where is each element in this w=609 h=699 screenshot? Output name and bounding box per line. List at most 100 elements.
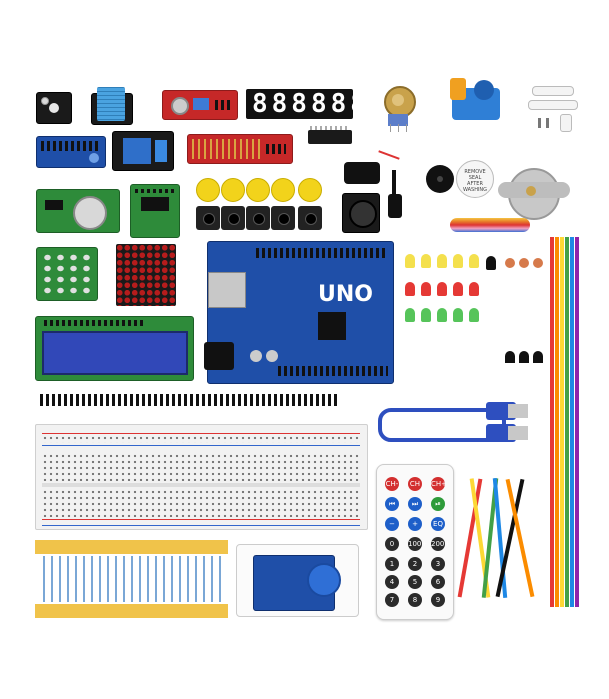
resistor-strip <box>40 556 224 602</box>
i2c-adapter-module <box>36 136 106 168</box>
arduino-uno-board: UNO <box>204 241 394 384</box>
stepper-motor <box>498 168 578 220</box>
button-cap-1 <box>196 178 220 202</box>
seven-segment-display: 888888 <box>246 89 366 119</box>
remote-button-5: 5 <box>408 575 422 589</box>
rtc-module <box>36 189 120 233</box>
remote-button-6: 6 <box>431 575 445 589</box>
remote-button-9: 9 <box>431 593 445 607</box>
led-red-4 <box>453 282 463 296</box>
remote-button-next: ⏭ <box>408 497 422 511</box>
remote-button-3: 3 <box>431 557 445 571</box>
led-red-1 <box>405 282 415 296</box>
capacitor-2 <box>266 350 278 362</box>
led-yellow-1 <box>405 254 415 268</box>
led-red-2 <box>421 282 431 296</box>
jumper-wire-bundle <box>457 468 542 608</box>
tactile-switch-2 <box>221 206 245 230</box>
battery-clip <box>340 148 416 220</box>
sensor-eye <box>49 103 59 113</box>
button-cap-4 <box>271 178 295 202</box>
remote-button-eq: EQ <box>431 517 445 531</box>
remote-button-0: 0 <box>385 537 399 551</box>
led-green-3 <box>437 308 447 322</box>
lcd-module <box>35 316 194 381</box>
photoresistor-2 <box>519 258 529 268</box>
transistor-1 <box>505 351 515 363</box>
jumper-wire-red <box>550 237 554 607</box>
rfid-keyfob <box>307 563 341 597</box>
light-sensor-module <box>36 92 72 124</box>
remote-button-7: 7 <box>385 593 399 607</box>
stepper-driver-board <box>130 184 180 238</box>
lcd-screen <box>42 331 188 375</box>
dht11-sensor <box>91 87 133 125</box>
potentiometer <box>380 86 416 132</box>
remote-button-ch-plus: CH+ <box>431 477 447 491</box>
remote-button-minus: − <box>385 517 399 531</box>
buzzer <box>426 165 454 193</box>
photoresistor-1 <box>505 258 515 268</box>
remote-button-plus: + <box>408 517 422 531</box>
jumper-wire-purple <box>575 237 579 607</box>
jumper-wire-yellow <box>560 237 564 607</box>
sticker-text: REMOVE SEAL AFTER WASHING <box>462 169 488 193</box>
servo-horns <box>526 82 582 138</box>
servo-motor <box>446 78 506 136</box>
led-red-5 <box>469 282 479 296</box>
photoresistor-3 <box>533 258 543 268</box>
remote-button-prev: ⏮ <box>385 497 399 511</box>
remote-button-play: ⏯ <box>431 497 445 511</box>
tactile-switch-5 <box>298 206 322 230</box>
led-yellow-3 <box>437 254 447 268</box>
remote-button-2: 2 <box>408 557 422 571</box>
capacitor-1 <box>250 350 262 362</box>
transistor-3 <box>533 351 543 363</box>
ir-remote-control: CH- CH CH+ ⏮ ⏭ ⏯ − + EQ 0 100+ 200+ 1 2 … <box>376 464 454 620</box>
remote-button-100-plus: 100+ <box>408 537 427 551</box>
usb-connector <box>208 272 246 308</box>
remote-button-8: 8 <box>408 593 422 607</box>
header-pin-strip <box>40 394 340 406</box>
resistor-tape-top <box>35 540 228 554</box>
ic-chip <box>308 126 352 144</box>
button-cap-2 <box>221 178 245 202</box>
jumper-wire-orange <box>555 237 559 607</box>
keypad-module <box>36 247 98 301</box>
usb-cable <box>378 398 534 446</box>
remote-button-ch: CH <box>408 477 422 491</box>
tactile-switch-3 <box>246 206 270 230</box>
uno-label: UNO <box>318 282 373 307</box>
water-sensor-module <box>187 134 293 164</box>
joystick-module <box>342 193 380 233</box>
led-yellow-4 <box>453 254 463 268</box>
relay-module <box>112 131 174 171</box>
ribbon-cable <box>450 208 530 238</box>
led-green-2 <box>421 308 431 322</box>
button-cap-5 <box>298 178 322 202</box>
microcontroller-chip <box>318 312 346 340</box>
tactile-switch-4 <box>271 206 295 230</box>
remote-button-ch-minus: CH- <box>385 477 399 491</box>
rfid-card <box>236 544 359 617</box>
seven-segment-digits: 888888 <box>252 89 370 119</box>
tactile-switch-1 <box>196 206 220 230</box>
led-yellow-5 <box>469 254 479 268</box>
resistor-tape-bottom <box>35 604 228 618</box>
jumper-wire-blue <box>570 237 574 607</box>
led-red-3 <box>437 282 447 296</box>
power-jack <box>204 342 234 370</box>
sound-sensor-module <box>162 90 238 120</box>
sticker-label: REMOVE SEAL AFTER WASHING <box>456 160 494 198</box>
led-green-5 <box>469 308 479 322</box>
remote-button-4: 4 <box>385 575 399 589</box>
led-dot-matrix <box>116 244 176 306</box>
led-green-4 <box>453 308 463 322</box>
remote-button-200-plus: 200+ <box>431 537 450 551</box>
jumper-wire-green <box>565 237 569 607</box>
led-yellow-2 <box>421 254 431 268</box>
led-green-1 <box>405 308 415 322</box>
remote-button-1: 1 <box>385 557 399 571</box>
button-cap-3 <box>246 178 270 202</box>
breadboard <box>35 424 368 530</box>
